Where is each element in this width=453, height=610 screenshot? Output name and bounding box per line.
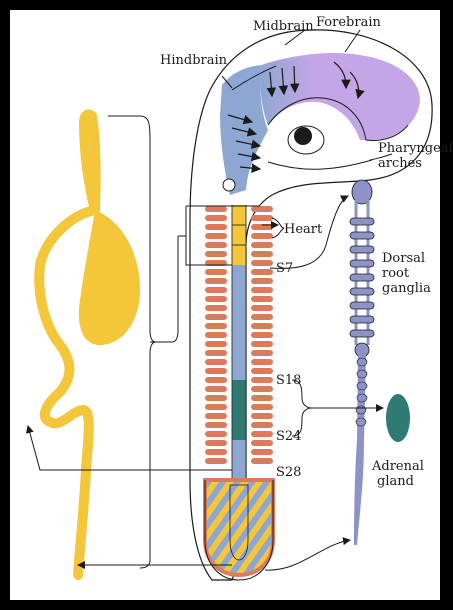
somites-right	[251, 206, 273, 464]
label-adrenal-1: Adrenal	[371, 459, 424, 474]
label-adrenal-2: gland	[377, 474, 414, 489]
trunk-blue-band	[232, 265, 246, 380]
trunk-yellow-upper	[232, 205, 246, 265]
heart-bulge	[223, 179, 235, 191]
somites-left	[205, 206, 227, 464]
label-midbrain: Midbrain	[253, 19, 314, 34]
midbrain-region	[260, 58, 315, 125]
label-dorsal-2: root	[382, 266, 410, 281]
trunk-teal-band	[232, 380, 246, 440]
label-dorsal-1: Dorsal	[382, 251, 425, 266]
stomach-bulge	[79, 210, 140, 345]
label-hindbrain: Hindbrain	[160, 53, 228, 68]
label-dorsal-3: ganglia	[382, 281, 431, 296]
label-heart: Heart	[284, 222, 323, 237]
label-s24: S24	[276, 429, 301, 444]
label-pharyngeal-2: arches	[378, 156, 422, 171]
label-s18: S18	[276, 373, 301, 388]
eye-lens	[294, 127, 312, 145]
tail-inner-tube	[230, 485, 248, 560]
label-s7: S7	[276, 261, 293, 276]
label-forebrain: Forebrain	[316, 15, 381, 30]
label-s28: S28	[276, 465, 301, 480]
label-pharyngeal-1: Pharyngeal	[378, 141, 453, 156]
ganglia-chain	[350, 200, 374, 357]
trunk-blue-lower	[232, 440, 246, 480]
gut-tube	[39, 122, 95, 575]
adrenal-gland-shape	[386, 394, 410, 442]
